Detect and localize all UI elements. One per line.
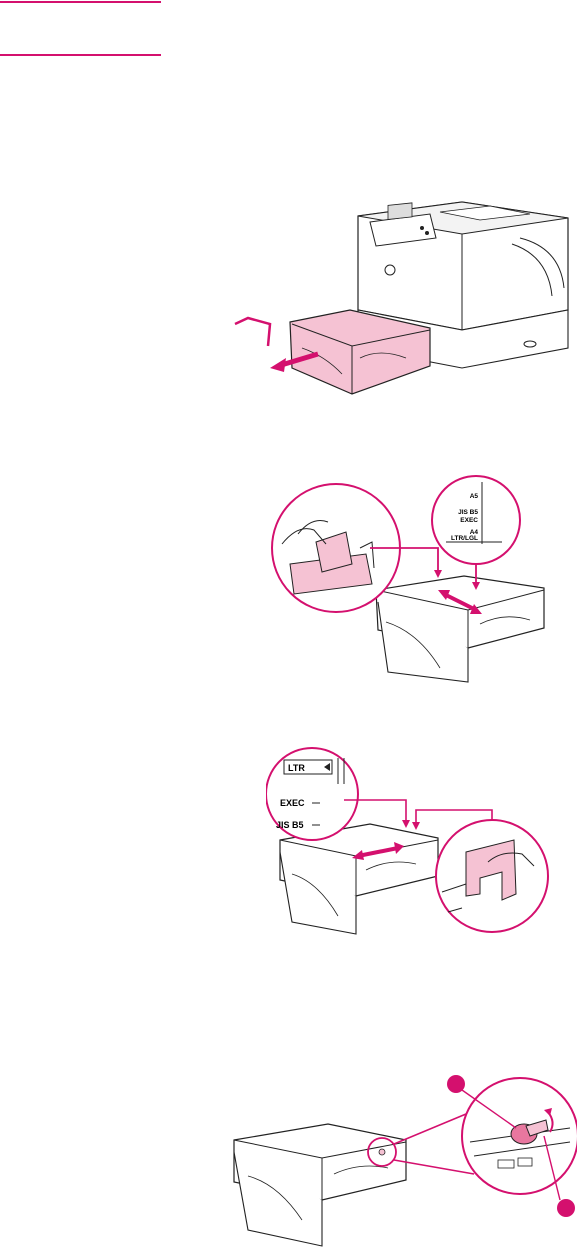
size-mark-jisb5: JIS B5 — [458, 509, 478, 516]
figure-rear-guide: A5 JIS B5 EXEC A4 LTR/LGL — [268, 472, 564, 688]
printer-tray-pull-icon — [230, 198, 576, 410]
tray-rear-guide-adjust-icon: A5 JIS B5 EXEC A4 LTR/LGL — [268, 472, 564, 688]
size-mark-exec: EXEC — [280, 798, 305, 808]
figure-tray-lever — [230, 1070, 577, 1248]
size-mark-ltr-lgl: LTR/LGL — [451, 535, 478, 542]
top-rule — [0, 1, 161, 3]
size-mark-jisb5: JIS B5 — [276, 820, 304, 830]
figure-pull-tray — [230, 198, 576, 410]
figure-side-guides: LTR EXEC JIS B5 — [266, 744, 556, 940]
tray-side-guide-adjust-icon: LTR EXEC JIS B5 — [266, 744, 556, 940]
tray-lever-icon — [230, 1070, 577, 1248]
second-rule — [0, 54, 161, 56]
size-mark-ltr: LTR — [288, 763, 305, 773]
size-mark-exec: EXEC — [460, 517, 478, 524]
callout-2 — [557, 1199, 575, 1217]
size-mark-a5: A5 — [470, 493, 479, 500]
